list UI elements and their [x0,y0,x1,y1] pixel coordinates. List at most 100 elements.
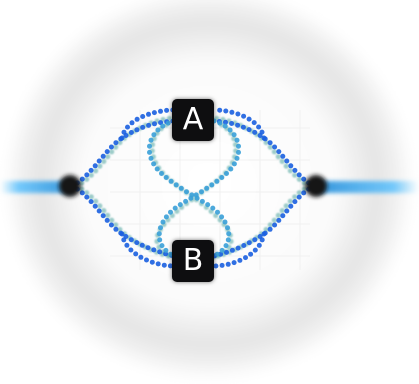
path-dot [225,225,230,231]
path-dot [121,237,127,243]
path-dot-faint [97,203,103,209]
right-terminal [305,175,327,197]
path-dot [193,192,199,198]
path-dot [267,140,273,146]
path-dot [155,261,161,267]
path-dot [261,135,267,141]
path-dot [231,132,237,138]
path-dot [139,242,145,248]
path-dot [172,205,178,211]
path-dot [145,245,151,251]
path-dot [301,176,307,182]
path-dot [178,185,184,191]
path-dot [138,254,144,260]
path-dot-faint [271,217,277,223]
path-dot [100,153,106,159]
path-dot-faint [267,144,273,150]
path-dot [168,209,173,215]
path-dot [188,195,194,201]
path-dot [104,217,110,223]
path-dot [231,260,237,266]
path-dot [235,111,241,117]
path-dot [121,129,127,135]
left-terminal [59,175,81,197]
path-dot [128,247,134,253]
path-dot [125,124,130,130]
path-dot [184,189,189,195]
path-dot-faint [292,172,298,178]
path-dot [204,185,210,191]
path-dot [267,226,273,232]
path-dot-faint [97,163,103,169]
path-dot [168,178,174,184]
path-dot [173,182,179,188]
path-dot [199,189,204,195]
path-dot [84,172,90,178]
path-dot-faint [275,154,281,160]
path-dot-faint [279,208,285,214]
path-dot [88,167,94,173]
path-dot [104,149,110,155]
path-dot [160,219,166,225]
path-dot [225,261,231,267]
path-dot [164,107,170,113]
node-a-label: A [182,102,204,137]
path-dot [96,158,102,164]
path-dot [156,231,162,237]
path-dot [235,122,241,128]
path-dot [214,178,220,184]
path-dot [223,243,229,249]
path-dot [183,198,189,204]
path-dot [240,124,246,130]
path-dot [235,245,241,251]
path-dot [146,122,152,128]
path-dot-faint [279,158,285,164]
path-dot [256,242,262,248]
path-dot [222,123,228,129]
path-dot [210,205,216,211]
path-dot [161,262,167,268]
path-dot-faint [296,176,302,182]
path-dot [241,243,247,248]
path-dot [163,247,169,253]
path-dot [301,190,307,196]
path-dot [272,144,278,150]
path-dot [147,149,152,155]
path-dot [231,161,237,167]
path-dot [152,121,157,127]
path-dot-faint [88,172,94,178]
path-dot [140,114,146,119]
path-dot [226,231,232,237]
path-dot-faint [283,203,289,209]
path-dot [272,222,278,228]
path-dot-faint [101,158,107,164]
path-dot [108,144,114,150]
path-dot [84,194,90,200]
node-b: B [172,240,214,282]
path-dot [79,190,85,196]
path-dot [259,237,265,243]
path-dot [108,222,114,228]
path-dot [217,107,223,113]
path-dot [219,175,225,180]
path-dot [217,120,223,126]
path-dot [224,249,229,255]
path-dot [167,263,173,269]
path-dot [92,203,98,209]
path-dot [227,127,233,133]
path-dot [252,247,258,253]
path-dot [236,149,241,155]
path-dot [157,237,163,243]
path-dot [160,123,166,129]
path-dot [229,109,235,115]
path-dot [219,214,225,220]
path-dot [251,120,257,126]
path-dot [288,163,294,169]
path-dot [96,208,102,214]
path-dot [144,257,149,263]
path-dot [280,213,286,219]
path-dot [119,231,125,237]
path-dot [133,251,139,257]
path-dot-faint [267,222,273,228]
path-dot-faint [109,217,115,223]
